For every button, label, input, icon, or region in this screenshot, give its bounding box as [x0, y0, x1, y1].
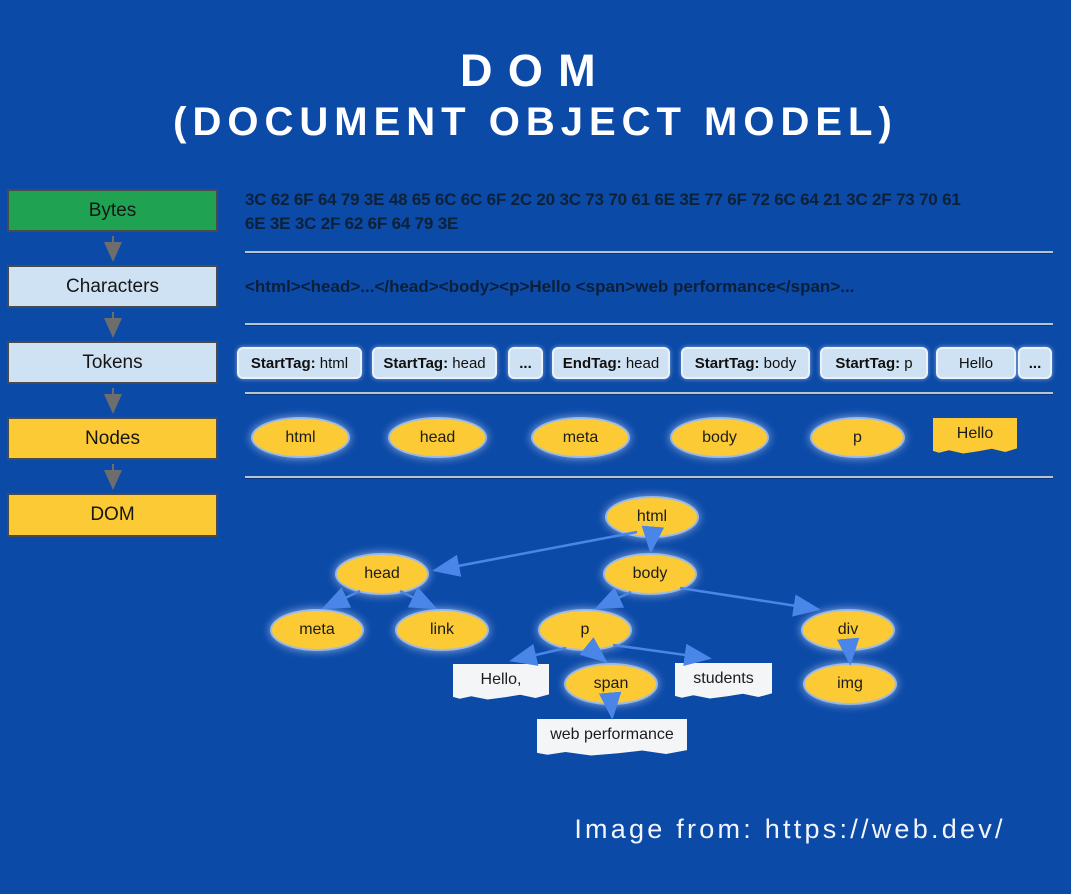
tree-node-label: body — [632, 565, 668, 582]
token-ellipsis-1: ... — [508, 347, 543, 379]
node-hello-textnode: Hello — [933, 418, 1017, 454]
page-title: DOM (DOCUMENT OBJECT MODEL) — [0, 46, 1071, 148]
tree-node-head: head — [337, 555, 427, 593]
tree-node-img: img — [805, 665, 895, 703]
pipeline-stage-tokens: Tokens — [7, 341, 218, 384]
node-label: body — [702, 428, 737, 446]
token-kind: ... — [519, 354, 532, 372]
tree-node-link: link — [397, 611, 487, 649]
tree-node-label: head — [364, 565, 400, 582]
tree-textnode-hello: Hello, — [453, 664, 549, 700]
tree-node-label: img — [837, 675, 863, 692]
node-label: Hello — [956, 424, 994, 442]
tree-node-label: span — [593, 675, 629, 692]
arrow-body-div — [679, 586, 821, 617]
separator-tokens — [245, 392, 1053, 394]
token-hello: Hello — [936, 347, 1016, 379]
token-value: head — [621, 354, 660, 372]
tree-node-meta: meta — [272, 611, 362, 649]
arrow-div-img — [836, 637, 860, 666]
token-endtag-head: EndTag: head — [552, 347, 670, 379]
arrow-span-webperformance — [598, 691, 622, 720]
tree-node-label: Hello, — [480, 670, 522, 688]
title-line1: DOM — [460, 45, 611, 96]
token-starttag-p: StartTag: p — [820, 347, 928, 379]
node-head: head — [390, 419, 485, 456]
node-label: html — [285, 428, 316, 446]
tree-node-label: html — [636, 508, 668, 525]
tree-node-label: link — [429, 621, 454, 638]
tree-node-label: p — [580, 621, 590, 638]
bytes-hex-line1: 3C 62 6F 64 79 3E 48 65 6C 6C 6F 2C 20 3… — [245, 190, 961, 209]
node-p: p — [812, 419, 903, 456]
token-value: Hello — [958, 354, 994, 372]
token-value: p — [900, 354, 913, 372]
arrow-p-span — [579, 637, 608, 664]
pipeline-stage-dom: DOM — [7, 493, 218, 537]
arrow-html-body — [641, 525, 665, 554]
token-kind: EndTag: — [562, 354, 622, 372]
arrow-body-p — [594, 587, 632, 610]
tree-node-label: students — [693, 669, 754, 687]
token-starttag-html: StartTag: html — [237, 347, 362, 379]
token-starttag-head: StartTag: head — [372, 347, 497, 379]
arrow-head-link — [399, 587, 438, 610]
tree-node-div: div — [803, 611, 893, 649]
tree-node-label: web performance — [550, 726, 674, 743]
tree-node-body: body — [605, 555, 695, 593]
tree-node-label: div — [837, 621, 859, 638]
arrow-p-students — [612, 643, 712, 667]
pipeline-label-characters: Characters — [66, 275, 159, 297]
tree-textnode-students: students — [675, 663, 772, 699]
pipeline-label-bytes: Bytes — [88, 199, 137, 221]
node-meta: meta — [533, 419, 628, 456]
pipeline-stage-characters: Characters — [7, 265, 218, 308]
characters-markup-text: <html><head>...</head><body><p>Hello <sp… — [245, 277, 855, 296]
pipeline-stage-nodes: Nodes — [7, 417, 218, 460]
arrow-head-meta — [321, 587, 361, 610]
token-kind: ... — [1028, 354, 1042, 372]
title-line2: (DOCUMENT OBJECT MODEL) — [173, 100, 898, 144]
token-kind: StartTag: — [835, 354, 901, 372]
node-label: p — [853, 428, 862, 446]
token-kind: StartTag: — [694, 354, 760, 372]
token-kind: StartTag: — [383, 354, 449, 372]
arrow-html-head — [432, 530, 638, 577]
pipeline-label-tokens: Tokens — [82, 351, 143, 373]
tree-textnode-webperformance: web performance — [537, 719, 687, 756]
separator-characters — [245, 323, 1053, 325]
pipeline-label-dom: DOM — [90, 504, 135, 525]
arrow-p-hello — [509, 643, 567, 666]
separator-bytes — [245, 251, 1053, 253]
token-value: head — [448, 354, 486, 372]
separator-nodes — [245, 476, 1053, 478]
tree-node-span: span — [566, 665, 656, 703]
bytes-hex-text: 3C 62 6F 64 79 3E 48 65 6C 6C 6F 2C 20 3… — [245, 188, 1060, 236]
tree-node-label: meta — [299, 621, 335, 638]
token-value: html — [315, 354, 349, 372]
token-starttag-body: StartTag: body — [681, 347, 810, 379]
token-kind: StartTag: — [250, 354, 316, 372]
pipeline-label-nodes: Nodes — [85, 427, 140, 449]
token-ellipsis-2: ... — [1018, 347, 1052, 379]
image-credit: Image from: https://web.dev/ — [574, 814, 1006, 844]
tree-node-p: p — [540, 611, 630, 649]
node-label: meta — [562, 428, 599, 446]
node-body: body — [672, 419, 767, 456]
pipeline-stage-bytes: Bytes — [7, 189, 218, 232]
tree-node-html: html — [607, 498, 697, 536]
token-value: body — [759, 354, 797, 372]
node-label: head — [419, 428, 456, 446]
bytes-hex-line2: 6E 3E 3C 2F 62 6F 64 79 3E — [245, 214, 459, 233]
node-html: html — [253, 419, 348, 456]
